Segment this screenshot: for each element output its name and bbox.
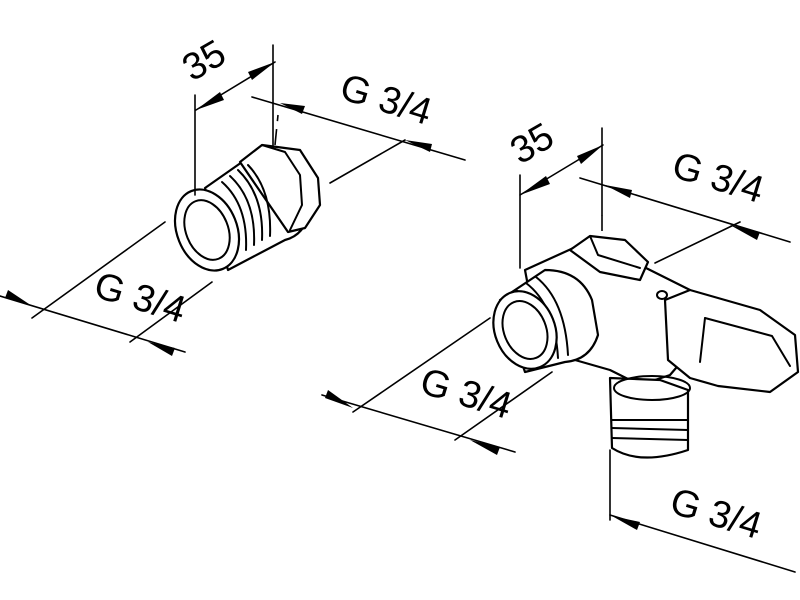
straight-adapter-fitting xyxy=(173,143,322,272)
right-dim-length-text: 35 xyxy=(504,115,562,173)
left-dim-length-text: 35 xyxy=(176,32,234,90)
right-dim-thread-outlet: G 3/4 xyxy=(609,449,796,573)
left-dim-thread-bottom-text: G 3/4 xyxy=(89,264,190,331)
right-dim-thread-top-text: G 3/4 xyxy=(667,144,768,211)
angle-valve-fitting xyxy=(492,234,800,459)
right-dim-thread-inlet-text: G 3/4 xyxy=(415,360,516,427)
right-dim-thread-outlet-text: G 3/4 xyxy=(665,480,766,547)
left-dim-thread-top-text: G 3/4 xyxy=(335,66,436,133)
